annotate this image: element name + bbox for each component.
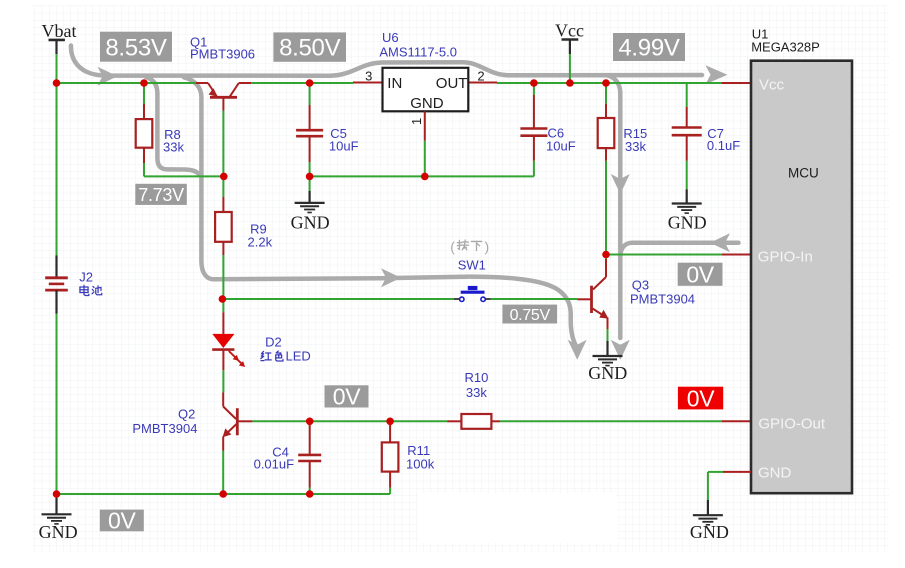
svg-text:33k: 33k [163,140,184,155]
svg-text:10uF: 10uF [329,139,359,154]
svg-text:GND: GND [410,95,444,112]
svg-text:100k: 100k [406,456,435,471]
svg-text:R10: R10 [465,370,489,385]
svg-text:R11: R11 [407,443,430,458]
svg-text:8.53V: 8.53V [105,34,167,61]
svg-text:GPIO-Out: GPIO-Out [758,416,826,433]
svg-text:Q1: Q1 [190,35,207,50]
svg-text:): ) [485,239,490,255]
svg-text:J2: J2 [79,270,93,285]
svg-text:GND: GND [690,522,729,542]
svg-text:0V: 0V [333,384,361,410]
svg-text:2.2k: 2.2k [248,234,273,249]
svg-text:R15: R15 [623,126,647,141]
svg-text:4.99V: 4.99V [618,35,680,62]
svg-text:C6: C6 [548,126,565,141]
svg-text:GPIO-In: GPIO-In [758,249,813,266]
svg-text:0.1uF: 0.1uF [707,138,740,153]
svg-text:MEGA328P: MEGA328P [751,40,820,55]
svg-text:D2: D2 [265,334,282,349]
svg-text:GND: GND [588,363,627,383]
svg-text:IN: IN [387,75,402,92]
svg-text:C5: C5 [330,126,347,141]
svg-text:1: 1 [409,118,424,125]
svg-text:0V: 0V [686,262,714,288]
svg-text:(: ( [450,239,455,255]
svg-text:0V: 0V [108,508,136,534]
svg-text:2: 2 [477,69,484,84]
svg-text:Q2: Q2 [178,407,195,422]
svg-text:8.50V: 8.50V [279,35,341,62]
svg-text:33k: 33k [625,139,646,154]
svg-text:33k: 33k [466,385,487,400]
svg-text:U1: U1 [752,26,769,41]
svg-text:0.01uF: 0.01uF [254,457,295,472]
svg-text:GND: GND [39,522,78,542]
svg-text:LED: LED [286,349,311,364]
svg-text:GND: GND [291,213,330,233]
svg-text:0V: 0V [687,385,715,411]
svg-text:7.73V: 7.73V [138,185,184,205]
svg-text:GND: GND [758,465,792,482]
svg-text:AMS1117-5.0: AMS1117-5.0 [379,45,457,60]
svg-text:PMBT3904: PMBT3904 [132,421,197,436]
svg-text:SW1: SW1 [458,257,486,272]
svg-text:R9: R9 [250,222,267,237]
svg-text:PMBT3906: PMBT3906 [190,47,255,62]
svg-text:Vcc: Vcc [555,20,584,40]
svg-text:10uF: 10uF [546,139,576,154]
svg-text:MCU: MCU [788,166,819,181]
svg-text:C7: C7 [707,126,724,141]
svg-text:U6: U6 [382,30,399,45]
svg-text:Vbat: Vbat [42,21,77,41]
svg-text:0.75V: 0.75V [510,307,551,324]
svg-text:PMBT3904: PMBT3904 [630,292,695,307]
svg-text:C4: C4 [272,444,289,459]
svg-text:R8: R8 [164,127,181,142]
svg-text:OUT: OUT [436,75,468,92]
svg-text:GND: GND [668,212,707,232]
svg-text:3: 3 [365,69,372,84]
svg-text:Q3: Q3 [632,277,649,292]
svg-text:Vcc: Vcc [759,76,785,93]
